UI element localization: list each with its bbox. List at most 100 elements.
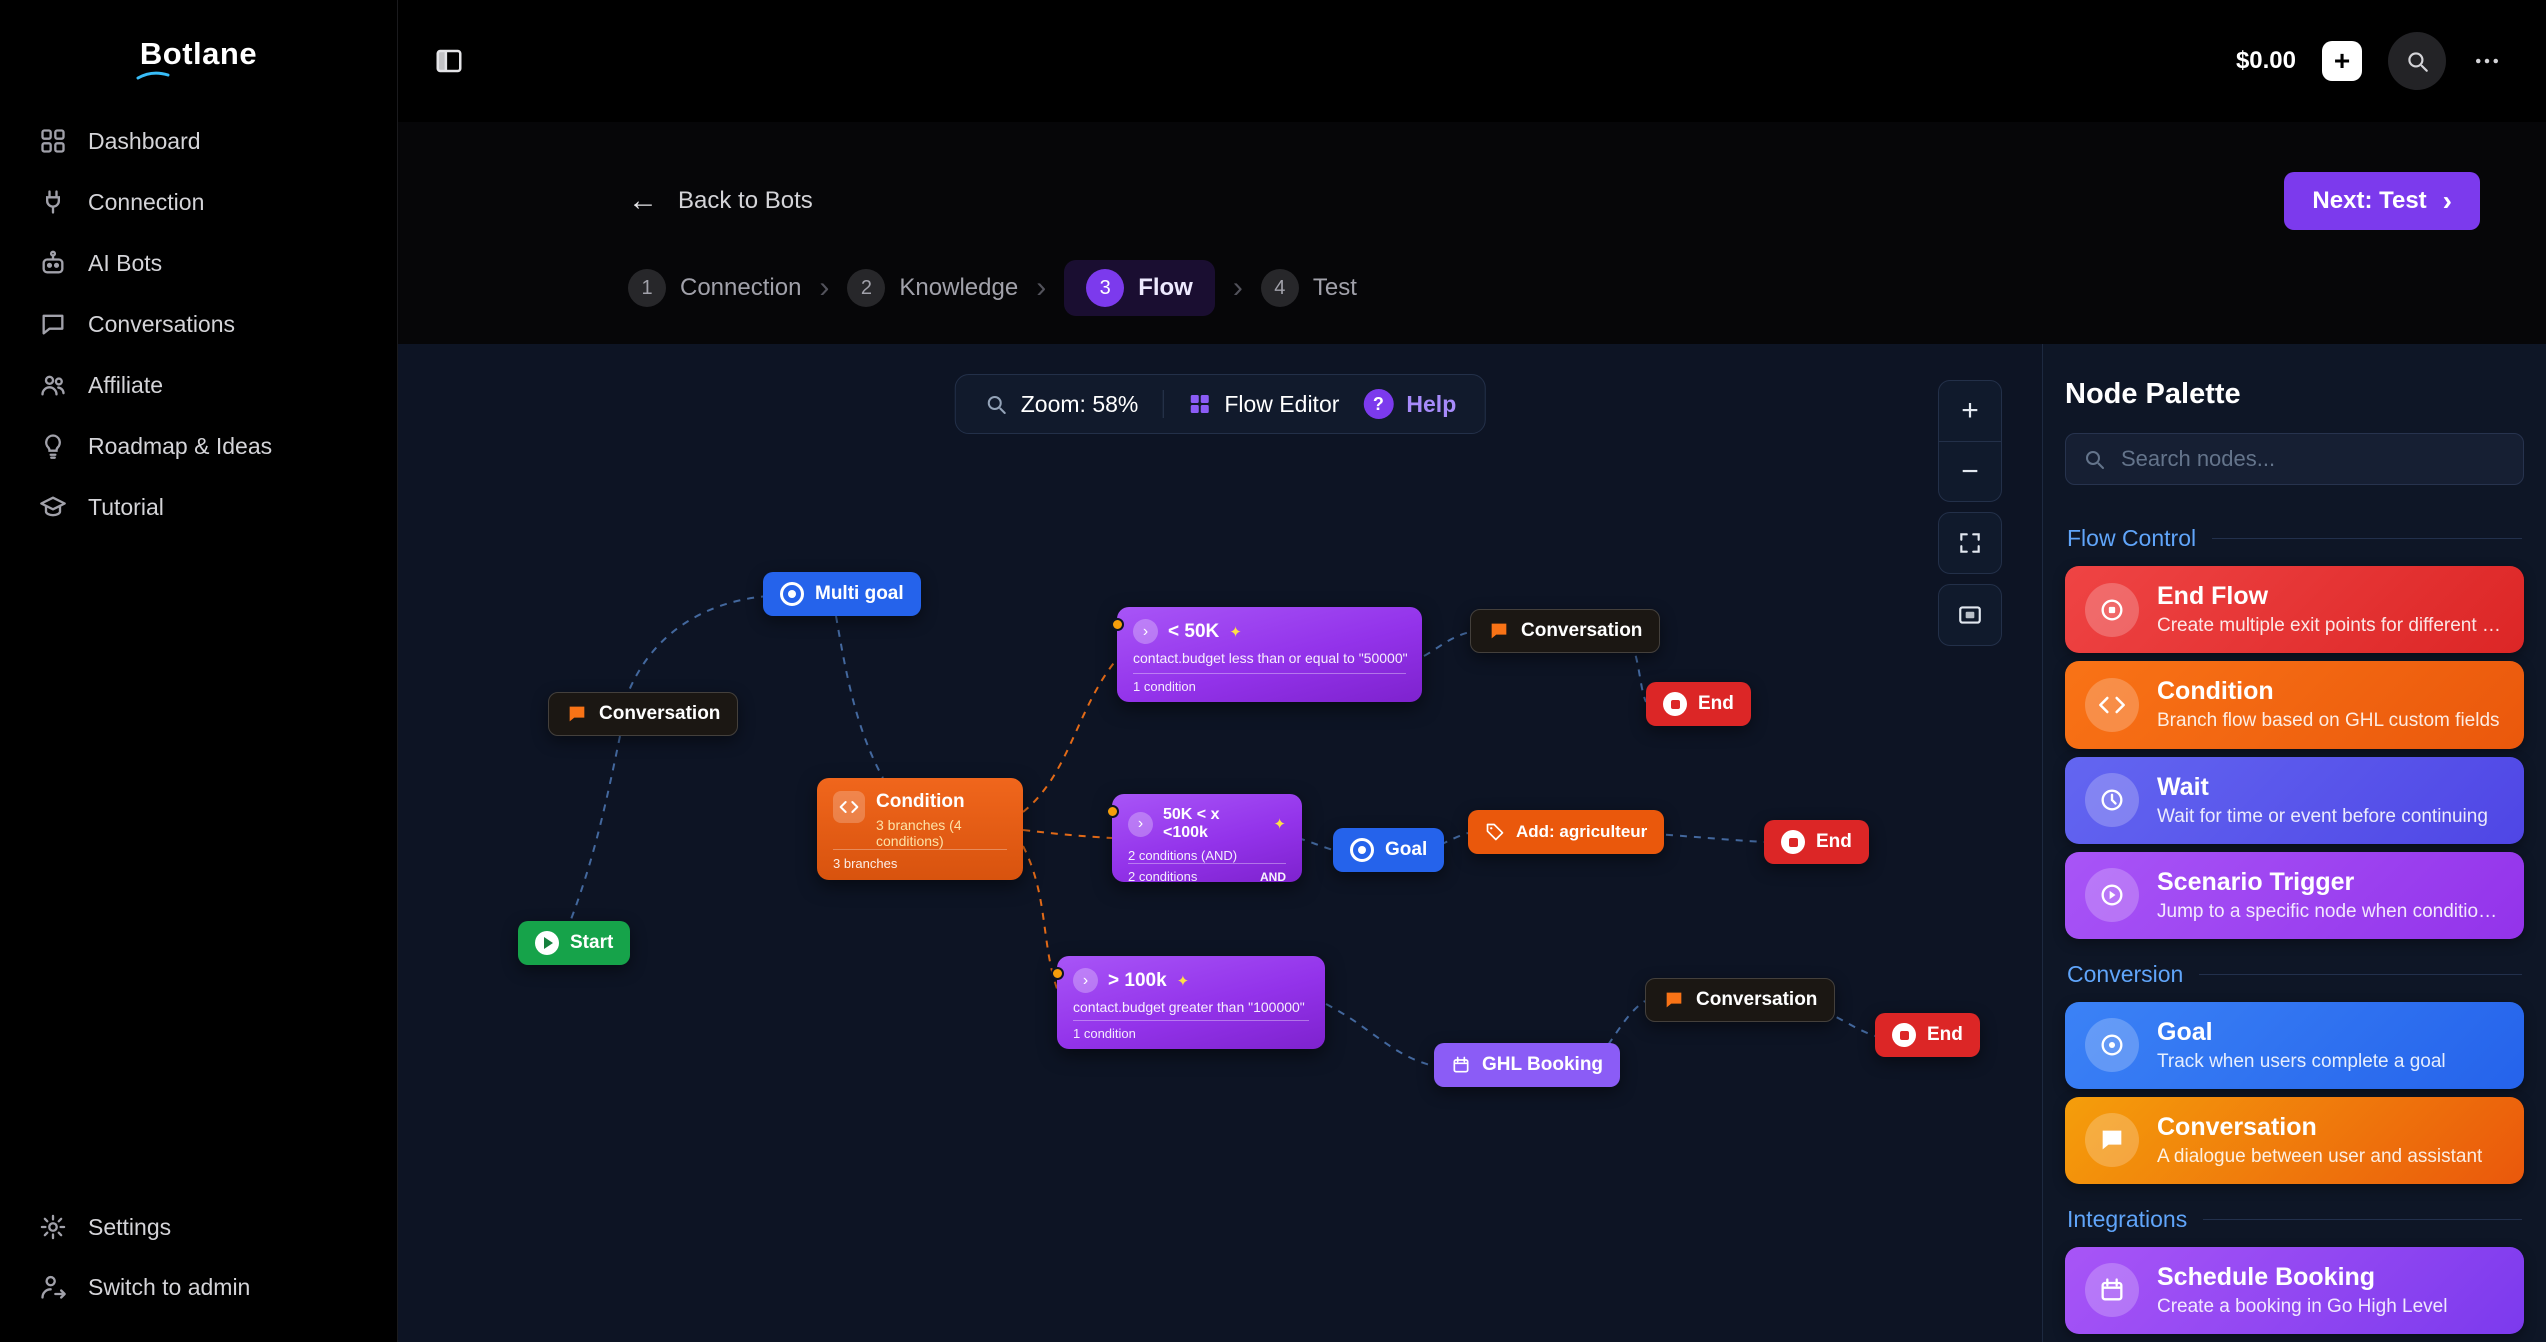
node-label: End [1816,831,1852,852]
node-start[interactable]: Start [518,921,631,965]
node-branch-above-100k[interactable]: › > 100k ✦ contact.budget greater than "… [1051,956,1325,1049]
card-desc: A dialogue between user and assistant [2157,1145,2483,1167]
lightbulb-icon [45,434,61,459]
graduation-cap-icon [40,496,66,517]
card-title: Schedule Booking [2157,1262,2376,1291]
node-goal[interactable]: Goal [1333,828,1445,872]
node-branch-mid[interactable]: › 50K < x <100k ✦ 2 conditions (AND) 2 c… [1106,794,1302,884]
sidebar-item-affiliate[interactable]: Affiliate [26,360,371,410]
search-nodes-input[interactable] [2119,445,2507,474]
connection-handle[interactable] [1106,805,1119,818]
stop-icon [1892,1023,1916,1047]
card-title: Goal [2157,1017,2213,1046]
palette-card-conversation[interactable]: Conversation A dialogue between user and… [2065,1096,2524,1184]
target-icon [1350,838,1374,862]
sidebar-item-ai-bots[interactable]: AI Bots [26,238,371,288]
section-flow-control: Flow Control [2067,525,2522,552]
sparkle-icon: ✦ [1176,972,1190,990]
connection-handle[interactable] [1111,618,1124,631]
and-badge: AND [1260,869,1286,884]
next-test-button[interactable]: Next: Test › [2284,172,2480,230]
node-multi-goal[interactable]: Multi goal [763,572,921,616]
node-subtitle: 2 conditions (AND) [1128,848,1238,863]
sidebar-toggle-button[interactable] [434,46,464,76]
step-test[interactable]: 4 Test [1260,269,1357,307]
section-conversion: Conversion [2067,961,2522,988]
node-title: Condition [876,791,965,812]
node-end-2[interactable]: End [1764,820,1869,864]
more-button[interactable] [2472,46,2502,76]
chevron-right-icon: › [819,271,830,304]
fit-view-button[interactable] [1939,513,2001,573]
back-to-bots-button[interactable]: ← Back to Bots [628,186,813,216]
flow-canvas[interactable]: Zoom: 58% Flow Editor ? Help + [398,344,2042,1342]
palette-card-schedule-booking[interactable]: Schedule Booking Create a booking in Go … [2065,1246,2524,1334]
logo-swoosh-icon [136,71,170,80]
help-button[interactable]: ? Help [1363,389,1456,419]
node-end-3[interactable]: End [1875,1013,1980,1057]
section-divider [2212,538,2522,540]
step-number: 2 [847,269,886,307]
chat-bubble-icon [2085,1113,2139,1168]
step-label: Knowledge [899,274,1019,301]
search-button[interactable] [2388,32,2446,90]
palette-card-end-flow[interactable]: End Flow Create multiple exit points for… [2065,566,2524,654]
node-palette: Node Palette Flow Control End Flow [2042,344,2546,1342]
sidebar-item-tutorial[interactable]: Tutorial [26,482,371,532]
users-icon [41,375,65,396]
calendar-icon [2085,1263,2139,1318]
sidebar-item-roadmap[interactable]: Roadmap & Ideas [26,421,371,471]
section-title: Flow Control [2067,525,2197,552]
palette-card-wait[interactable]: Wait Wait for time or event before conti… [2065,756,2524,844]
zoom-out-button[interactable]: − [1939,441,2001,501]
zoom-indicator[interactable]: Zoom: 58% [984,391,1138,418]
logo-text: Botlane [139,36,258,71]
palette-card-condition[interactable]: Condition Branch flow based on GHL custo… [2065,661,2524,749]
node-ghl-booking[interactable]: GHL Booking [1434,1043,1621,1087]
connection-handle[interactable] [1051,967,1064,980]
chat-bubble-icon [566,703,588,725]
main-area: $0.00 + ← Back to Bots Next: Test › [398,0,2546,1342]
zoom-in-button[interactable]: + [1961,394,1979,427]
node-conversation-3[interactable]: Conversation [1645,978,1836,1022]
sidebar-item-settings[interactable]: Settings [26,1202,371,1252]
target-icon [780,582,804,606]
node-add-tag[interactable]: Add: agriculteur [1468,810,1665,854]
target-icon [2085,1018,2139,1073]
step-knowledge[interactable]: 2 Knowledge [847,269,1018,307]
node-label: Conversation [1521,620,1643,641]
step-connection[interactable]: 1 Connection [628,269,801,307]
node-end-1[interactable]: End [1646,682,1751,726]
palette-card-scenario-trigger[interactable]: Scenario Trigger Jump to a specific node… [2065,851,2524,939]
sidebar-item-label: Switch to admin [88,1273,251,1300]
user-switch-icon [41,1275,66,1299]
palette-card-goal[interactable]: Goal Track when users complete a goal [2065,1001,2524,1089]
node-branch-below-50k[interactable]: › < 50K ✦ contact.budget less than or eq… [1111,607,1422,702]
robot-icon [42,250,64,274]
play-icon [535,931,559,955]
node-title: < 50K [1168,620,1220,642]
sidebar-item-dashboard[interactable]: Dashboard [26,116,371,166]
flow-editor-tab[interactable]: Flow Editor [1187,391,1339,418]
node-label: End [1927,1024,1963,1045]
sidebar-item-switch-admin[interactable]: Switch to admin [26,1262,371,1312]
canvas-toolbar: Zoom: 58% Flow Editor ? Help [954,374,1486,434]
node-label: GHL Booking [1482,1054,1604,1075]
node-footer: 1 condition [1073,1026,1136,1041]
add-credit-button[interactable]: + [2322,41,2362,81]
section-title: Conversion [2067,960,2184,987]
topbar: $0.00 + [398,0,2546,122]
frame-button[interactable] [1939,585,2001,645]
chevron-right-icon: › [1232,271,1243,304]
sidebar-item-connection[interactable]: Connection [26,177,371,227]
gear-icon [40,1214,66,1240]
plug-icon [46,190,60,214]
node-conversation-1[interactable]: Conversation [548,692,739,736]
node-condition[interactable]: Condition 3 branches (4 conditions) 3 br… [817,778,1023,880]
node-conversation-2[interactable]: Conversation [1470,609,1661,653]
grid-icon [1190,395,1209,413]
step-flow-active[interactable]: 3 Flow [1064,260,1215,316]
node-footer: 2 conditions [1128,869,1198,884]
sidebar-item-conversations[interactable]: Conversations [26,299,371,349]
code-icon [833,791,865,823]
